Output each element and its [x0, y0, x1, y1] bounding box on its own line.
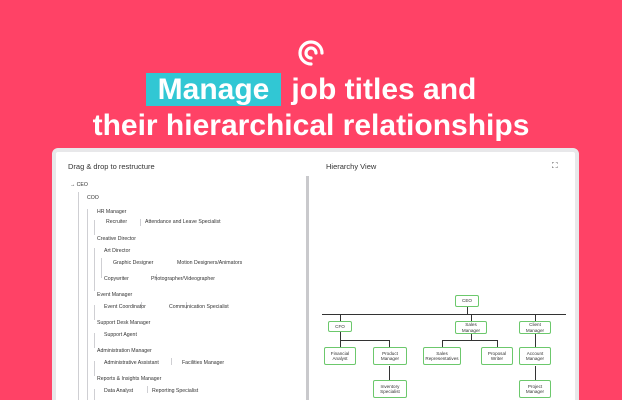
tree-item-support-agent[interactable]: Support Agent — [104, 332, 137, 338]
tree-item-recruiter[interactable]: Recruiter — [106, 219, 128, 225]
tree-view: → CEO COO HR Manager Recruiter Attendanc… — [56, 152, 306, 400]
tree-connector — [78, 192, 79, 400]
chart-connector — [467, 307, 468, 314]
chart-connector — [340, 340, 390, 341]
tree-connector — [94, 389, 95, 400]
chart-connector — [497, 340, 498, 347]
chart-connector — [535, 366, 536, 380]
chart-connector — [471, 332, 472, 341]
chart-connector — [442, 340, 443, 347]
tree-connector — [141, 302, 142, 309]
node-cfo[interactable]: CFO — [328, 321, 352, 332]
tree-item-facilities-manager[interactable]: Facilities Manager — [182, 360, 225, 366]
hierarchy-chart: CEO CFO Sales Manager Client Manager Fin… — [309, 152, 575, 400]
tree-item-coo[interactable]: COO — [87, 195, 99, 201]
chart-connector — [340, 340, 341, 347]
left-pane-title: Drag & drop to restructure — [68, 162, 155, 171]
chart-connector — [535, 314, 536, 321]
tree-item-copywriter[interactable]: Copywriter — [104, 276, 129, 282]
tree-item-support-desk-manager[interactable]: Support Desk Manager — [97, 320, 151, 326]
app-card: Drag & drop to restructure Hierarchy Vie… — [52, 148, 579, 400]
expand-icon[interactable]: ⛶ — [552, 161, 558, 170]
tree-connector — [101, 258, 102, 278]
tree-item-photographer[interactable]: Photographer/Videographer — [151, 276, 215, 282]
tree-item-graphic-designer[interactable]: Graphic Designer — [113, 260, 154, 266]
tree-item-administrative-assistant[interactable]: Administrative Assistant — [104, 360, 159, 366]
chart-connector — [340, 314, 341, 321]
chart-connector — [471, 314, 472, 321]
node-client-manager[interactable]: Client Manager — [519, 321, 551, 334]
node-inventory-specialist[interactable]: Inventory Specialist — [373, 380, 407, 398]
tree-connector — [147, 386, 148, 393]
tree-connector — [156, 274, 157, 281]
tree-connector — [140, 219, 141, 226]
tree-item-motion-designers[interactable]: Motion Designers/Animators — [177, 260, 243, 266]
node-sales-manager[interactable]: Sales Manager — [455, 321, 487, 334]
tree-connector — [87, 209, 88, 400]
headline-highlight: Manage — [145, 73, 282, 106]
node-financial-analyst[interactable]: Financial Analyst — [324, 347, 356, 365]
pane-divider[interactable] — [306, 176, 309, 400]
headline-line-2: their hierarchical relationships — [92, 109, 530, 142]
tree-connector — [94, 248, 95, 291]
node-ceo[interactable]: CEO — [455, 295, 479, 307]
tree-item-communication-specialist[interactable]: Communication Specialist — [169, 304, 229, 310]
headline-line-1: Manage job titles and — [0, 72, 622, 108]
node-project-manager[interactable]: Project Manager — [519, 380, 551, 398]
tree-connector — [171, 358, 172, 365]
chart-connector — [389, 340, 390, 347]
node-account-manager[interactable]: Account Manager — [519, 347, 551, 365]
chart-connector — [442, 340, 498, 341]
tree-item-hr-manager[interactable]: HR Manager — [97, 209, 127, 215]
tree-item-creative-director[interactable]: Creative Director — [97, 236, 136, 242]
chart-connector — [340, 332, 341, 341]
swirl-logo-icon — [298, 40, 324, 66]
tree-connector — [186, 302, 187, 309]
tree-item-event-coordinator[interactable]: Event Coordinator — [104, 304, 146, 310]
node-sales-representatives[interactable]: Sales Representatives — [423, 347, 461, 365]
tree-connector — [94, 220, 95, 235]
tree-connector — [94, 361, 95, 376]
tree-item-reports-insights-manager[interactable]: Reports & Insights Manager — [97, 376, 162, 382]
headline-line-1-rest: job titles and — [291, 73, 477, 106]
tree-item-reporting-specialist[interactable]: Reporting Specialist — [152, 388, 199, 394]
chart-connector — [322, 314, 566, 315]
tree-connector — [94, 333, 95, 348]
chart-connector — [389, 366, 390, 380]
node-proposal-writer[interactable]: Proposal Writer — [481, 347, 513, 365]
node-product-manager[interactable]: Product Manager — [373, 347, 407, 365]
tree-connector — [94, 305, 95, 320]
tree-item-attendance[interactable]: Attendance and Leave Specialist — [145, 219, 221, 225]
chart-connector — [535, 332, 536, 347]
tree-item-ceo[interactable]: → CEO — [70, 182, 88, 188]
tree-item-event-manager[interactable]: Event Manager — [97, 292, 133, 298]
tree-item-art-director[interactable]: Art Director — [104, 248, 131, 254]
tree-item-data-analyst[interactable]: Data Analyst — [104, 388, 134, 394]
tree-item-administration-manager[interactable]: Administration Manager — [97, 348, 152, 354]
right-pane-title: Hierarchy View — [326, 162, 377, 171]
